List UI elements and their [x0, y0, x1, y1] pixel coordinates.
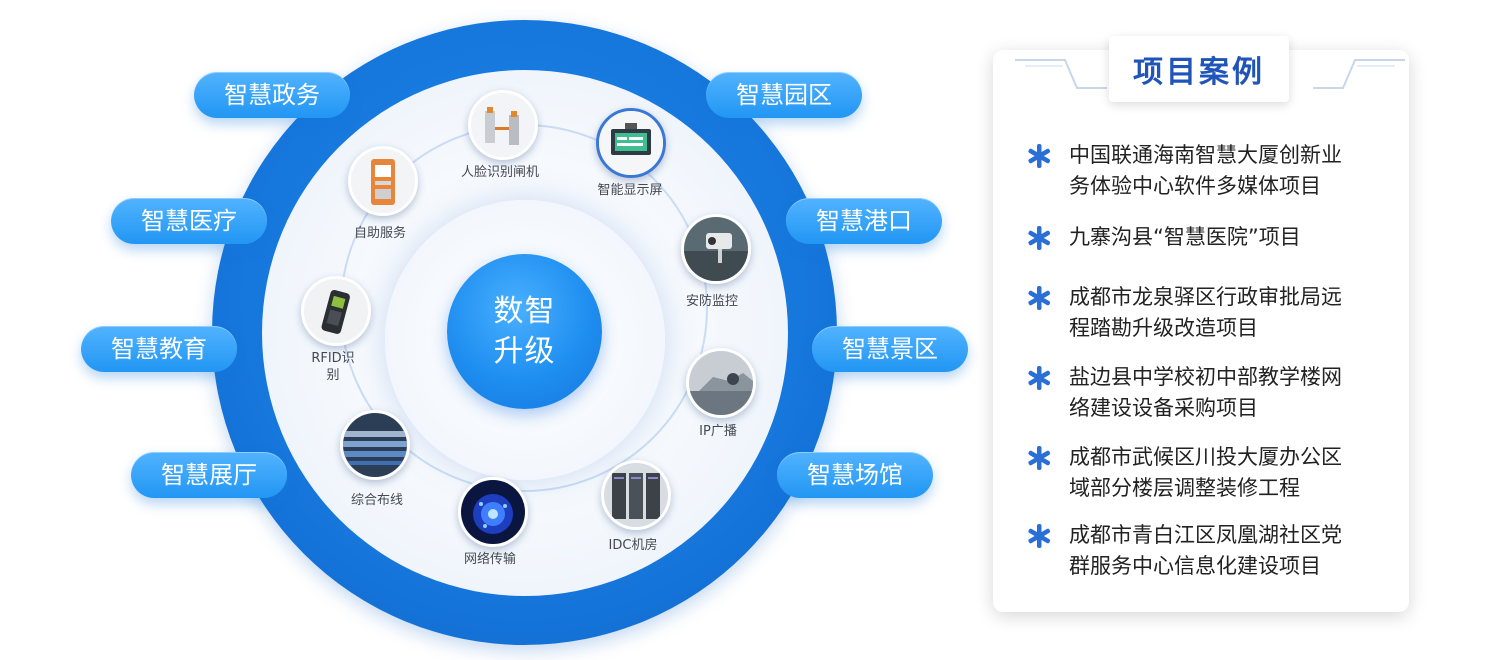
ip-broadcast-icon: [686, 348, 756, 418]
case-text: 成都市武候区川投大厦办公区域部分楼层调整装修工程: [1069, 442, 1369, 504]
case-text-line2: 络建设设备采购项目: [1069, 396, 1258, 420]
smart-display-icon: [596, 108, 666, 178]
center-label-line2: 升级: [493, 333, 556, 369]
pill-smart-exhibition[interactable]: 智慧展厅: [131, 452, 287, 498]
smart-display-label: 智能显示屏: [597, 183, 663, 198]
pill-smart-venue[interactable]: 智慧场馆: [777, 452, 933, 498]
title-deco-lines: [1015, 59, 1405, 89]
idc-server-icon: [601, 460, 671, 530]
network-label: 网络传输: [463, 552, 516, 567]
case-text: 成都市青白江区凤凰湖社区党群服务中心信息化建设项目: [1069, 520, 1369, 582]
case-text-line2: 域部分楼层调整装修工程: [1069, 476, 1300, 500]
idc-label: IDC机房: [608, 538, 658, 553]
pill-smart-education[interactable]: 智慧教育: [81, 326, 237, 372]
asterisk-icon: [1028, 144, 1051, 168]
rfid-label: RFID识 别: [283, 350, 383, 384]
self-service-icon: [348, 146, 418, 216]
rfid-reader-icon: [301, 276, 371, 346]
cabling-icon: [340, 410, 410, 480]
case-text-line1: 九寨沟县“智慧医院”项目: [1069, 225, 1301, 249]
cases-title: 项目案例: [1133, 55, 1265, 90]
face-gate-icon: [468, 90, 538, 160]
center-label-line1: 数智: [493, 293, 556, 329]
case-text-line2: 群服务中心信息化建设项目: [1069, 554, 1321, 578]
security-label: 安防监控: [685, 294, 738, 309]
case-text-line2: 务体验中心软件多媒体项目: [1069, 174, 1321, 198]
asterisk-icon: [1028, 286, 1051, 310]
cases-title-box: 项目案例: [1109, 36, 1289, 102]
case-text: 九寨沟县“智慧医院”项目: [1069, 222, 1369, 253]
pill-smart-park[interactable]: 智慧园区: [706, 72, 862, 118]
asterisk-icon: [1028, 226, 1051, 250]
security-camera-icon: [681, 214, 751, 284]
self-service-label: 自助服务: [353, 226, 406, 241]
asterisk-icon: [1028, 366, 1051, 390]
case-text-line1: 中国联通海南智慧大厦创新业: [1069, 143, 1342, 167]
pill-smart-medical[interactable]: 智慧医疗: [111, 198, 267, 244]
center-core: 数智 升级: [447, 254, 602, 409]
case-text: 中国联通海南智慧大厦创新业务体验中心软件多媒体项目: [1069, 140, 1369, 202]
pill-smart-scenic[interactable]: 智慧景区: [812, 326, 968, 372]
project-cases-panel: [993, 50, 1409, 612]
face-gate-label: 人脸识别闸机: [460, 165, 539, 180]
smart-solutions-diagram: 数智 升级 智慧政务 智慧医疗 智慧教育 智慧展厅 智慧园区 智慧港口 智慧景区…: [81, 20, 968, 645]
case-text-line1: 成都市武候区川投大厦办公区: [1069, 445, 1342, 469]
network-fiber-icon: [458, 477, 528, 547]
pill-smart-government[interactable]: 智慧政务: [194, 72, 350, 118]
center-label: 数智 升级: [490, 292, 560, 372]
ip-broadcast-label: IP广播: [699, 424, 737, 439]
cabling-label: 综合布线: [350, 493, 403, 508]
case-text-line1: 成都市龙泉驿区行政审批局远: [1069, 285, 1342, 309]
rfid-label-line1: RFID识: [311, 351, 355, 366]
case-text: 盐边县中学校初中部教学楼网络建设设备采购项目: [1069, 362, 1369, 424]
rfid-label-line2: 别: [326, 368, 340, 383]
asterisk-icon: [1028, 524, 1051, 548]
case-text-line1: 盐边县中学校初中部教学楼网: [1069, 365, 1342, 389]
case-text-line1: 成都市青白江区凤凰湖社区党: [1069, 523, 1342, 547]
case-text: 成都市龙泉驿区行政审批局远程踏勘升级改造项目: [1069, 282, 1369, 344]
asterisk-icon: [1028, 446, 1051, 470]
case-text-line2: 程踏勘升级改造项目: [1069, 316, 1258, 340]
pill-smart-port[interactable]: 智慧港口: [786, 198, 942, 244]
